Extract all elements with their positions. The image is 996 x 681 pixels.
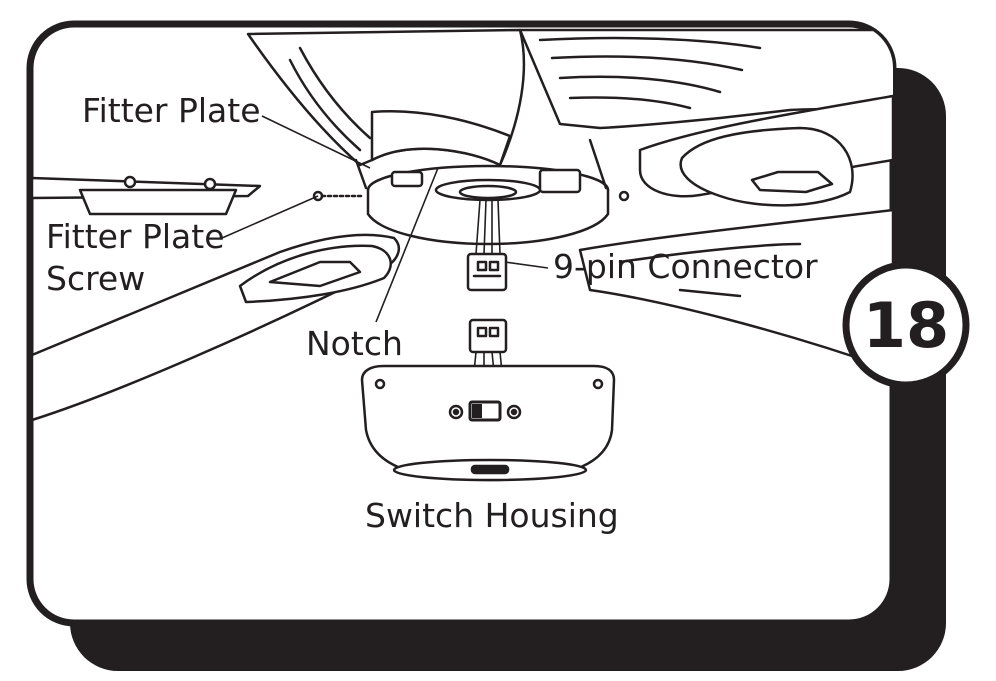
- leader-fitter-plate-screw: [221, 195, 319, 239]
- label-fitter-plate: Fitter Plate: [82, 91, 261, 130]
- leader-connector: [504, 261, 549, 269]
- label-notch: Notch: [306, 324, 403, 363]
- leader-notch: [375, 167, 439, 323]
- blade-right-lower: [578, 208, 893, 372]
- label-switch-housing: Switch Housing: [365, 496, 619, 535]
- connector-lower: [468, 318, 508, 354]
- step-number: 18: [863, 289, 949, 362]
- label-fitter-plate-screw-line2: Screw: [46, 259, 145, 298]
- ceiling-fan-illustration: [30, 28, 893, 482]
- label-fitter-plate-screw-line1: Fitter Plate: [46, 217, 225, 256]
- step-badge: [842, 261, 970, 389]
- leader-fitter-plate: [261, 115, 371, 169]
- label-connector: 9-pin Connector: [553, 247, 818, 286]
- connector-upper: [466, 252, 508, 292]
- leader-lines: [221, 115, 549, 323]
